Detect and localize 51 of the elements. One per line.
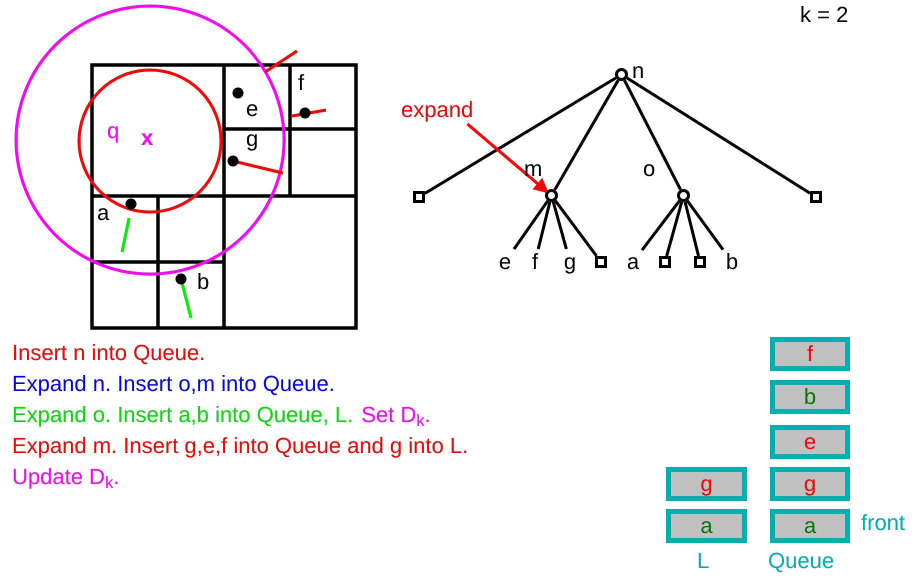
tree-branch [626,76,811,194]
point-label: x [141,127,154,149]
tree-branch [424,76,617,195]
empty-leaf-square [595,256,607,268]
node-label: o [643,158,656,180]
queue-entry: e [770,425,850,459]
empty-leaf-square [694,256,706,268]
queue-entry: f [770,337,850,371]
empty-leaf-square [659,256,671,268]
queue-entry: g [666,467,747,501]
tree-branch [686,200,724,251]
point-label: e [246,98,258,120]
point-label: g [246,128,258,150]
point-label: b [197,271,210,293]
tree-branch [553,79,620,191]
tree-branch [640,200,681,252]
tree-branch [554,200,598,257]
tree-branch [623,80,682,190]
text-label: L [697,550,710,572]
queue-entry: a [770,509,850,543]
step-text: Expand m. Insert g,e,f into Queue and g into L. [12,433,468,459]
step-text: Expand o. Insert a,b into Queue, L. [12,402,354,428]
empty-leaf-square [413,191,425,203]
queue-entry: g [770,467,850,501]
leaf-label: g [561,249,579,275]
queue-entry: a [666,509,747,543]
empty-leaf-square [810,191,822,203]
point-label: q [107,120,120,142]
leaf-label: a [624,249,642,275]
tree-branch [552,201,568,250]
node-label: m [524,158,542,180]
annotation-text: expand [401,96,501,124]
step-text: Set D$_{k}$. [361,402,431,428]
leaf-label: b [723,249,741,275]
point-label: a [97,202,110,224]
step-text: Insert n into Queue. [12,340,206,366]
text-label: k = 2 [800,4,848,26]
tree-branch [536,201,552,250]
tree-branch [512,200,549,250]
queue-entry: b [770,380,850,414]
text-label: front [861,512,906,534]
leaf-label: e [496,249,514,275]
arrow [466,122,549,194]
point-label: f [298,72,304,94]
node-label: n [632,60,644,82]
leaf-label: f [528,249,542,275]
tree-branch [684,201,700,256]
text-label: Queue [768,550,834,572]
step-text: Update D$_{k}$. [12,464,120,490]
step-text: Expand n. Insert o,m into Queue. [12,371,335,397]
tree-branch [665,201,684,256]
